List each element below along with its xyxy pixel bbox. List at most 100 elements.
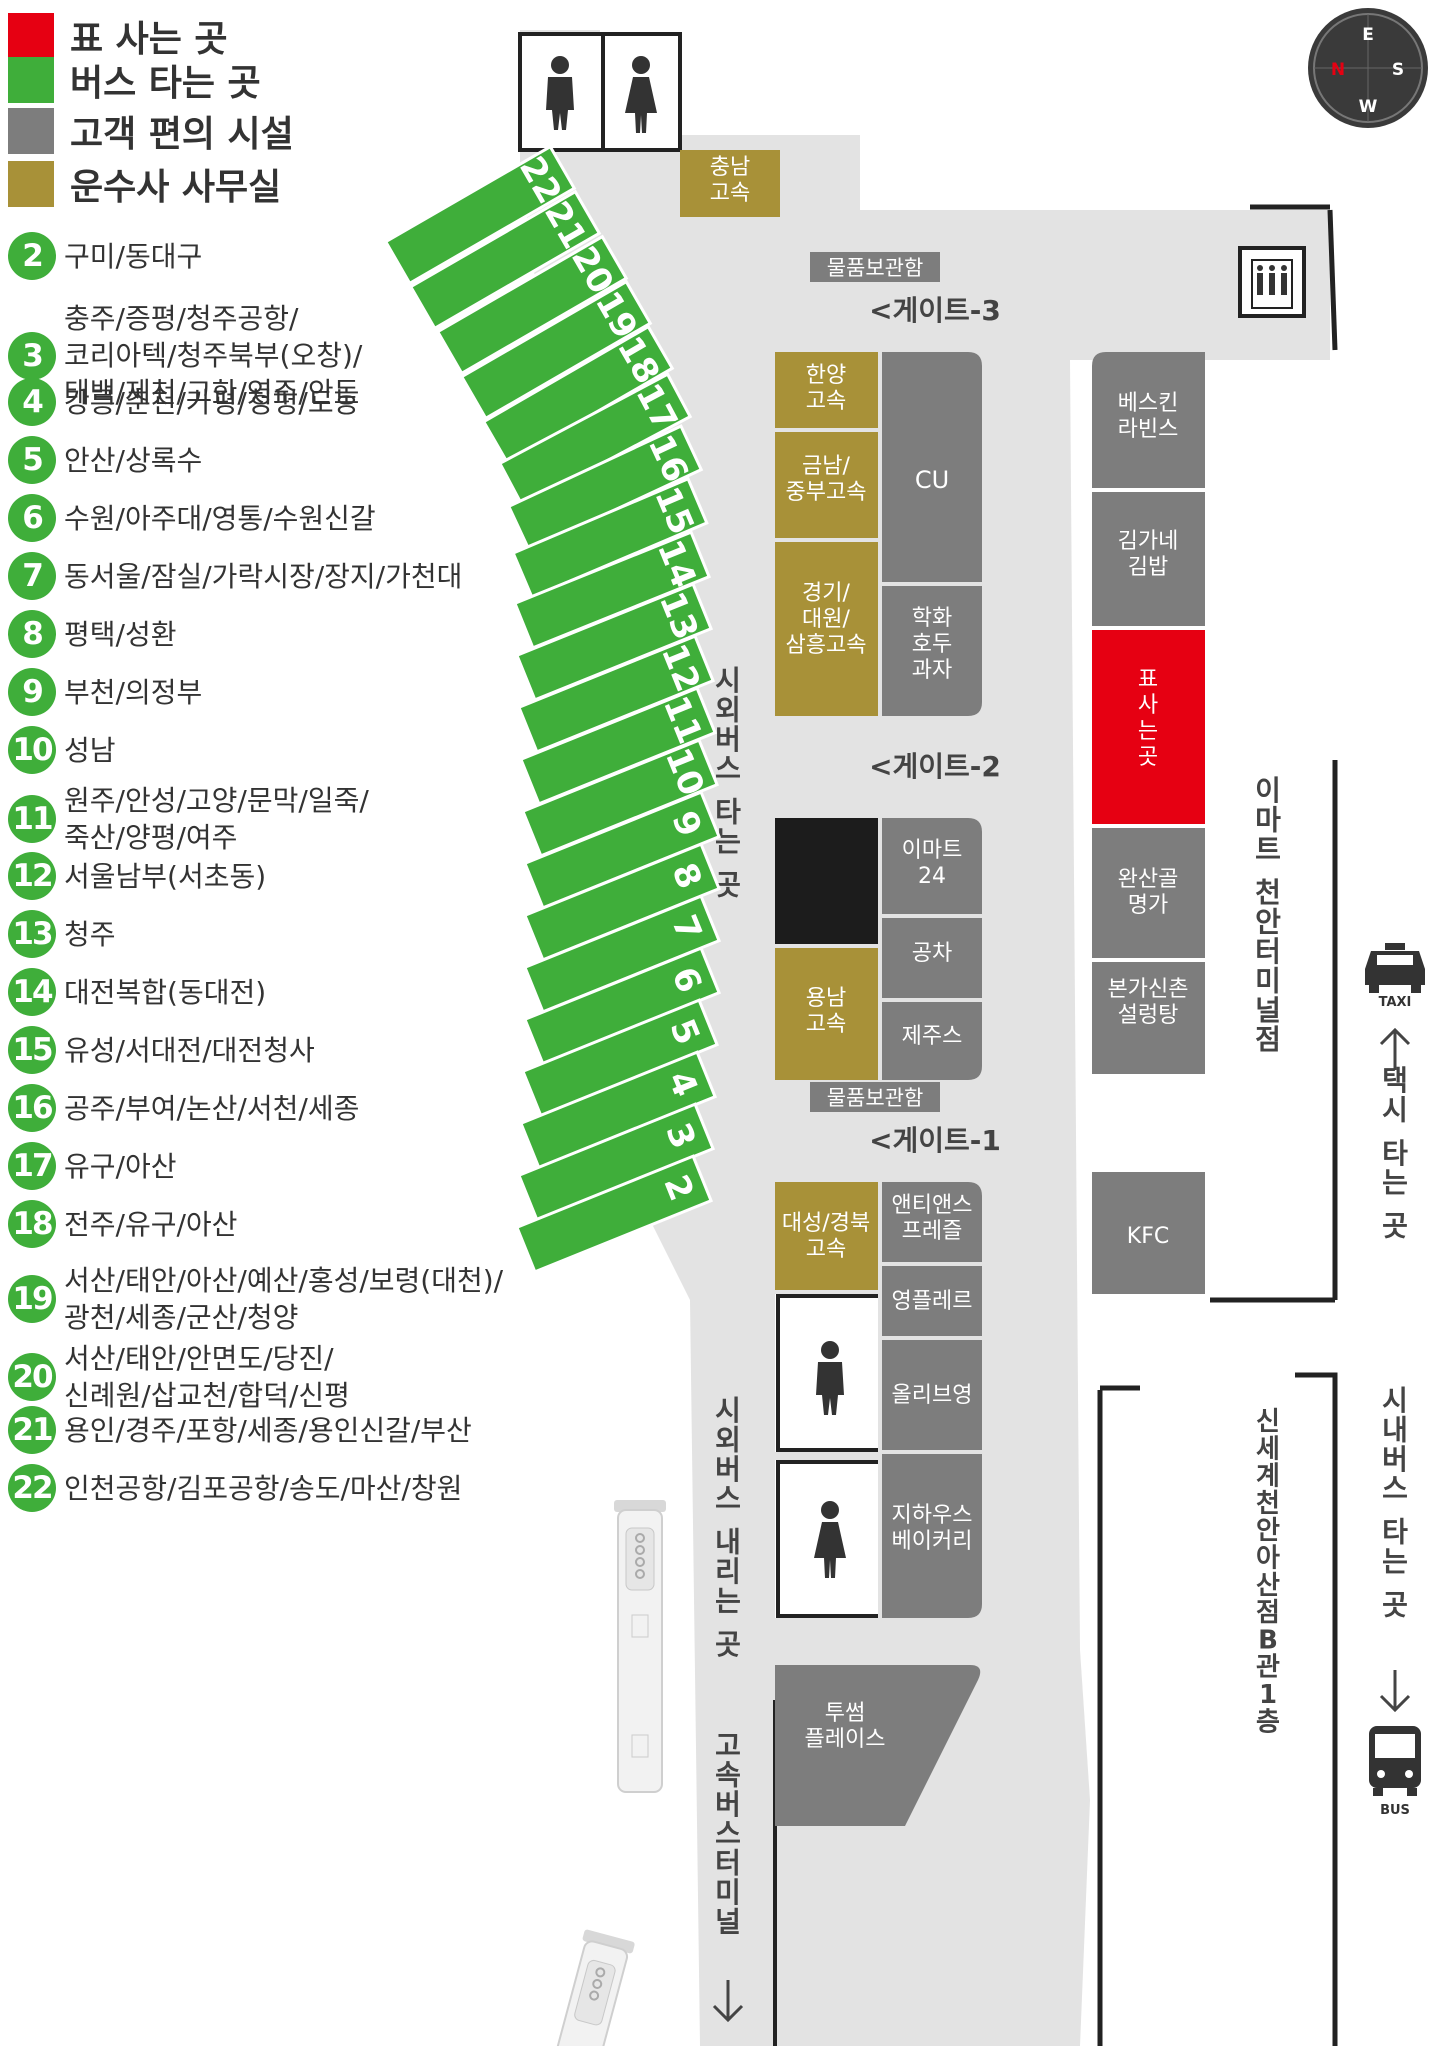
compass-east: E xyxy=(1362,25,1374,45)
route-number-badge: 3 xyxy=(8,331,56,380)
bus-bay-shape xyxy=(383,144,577,286)
bus-bay-shape xyxy=(435,234,629,376)
gongcha-store xyxy=(882,918,982,998)
gate1-label: <게이트-1 xyxy=(869,1124,1001,1157)
hanyang-express-office xyxy=(775,352,878,428)
twosome-store xyxy=(775,1665,981,1826)
storage-top-badge xyxy=(810,252,940,282)
chevron-left-icon: < xyxy=(869,1124,892,1157)
route-number-badge: 4 xyxy=(8,378,56,426)
arrow-up-icon xyxy=(1379,1027,1411,1070)
bus-bay: 4 xyxy=(518,1050,718,1170)
route-number-badge: 20 xyxy=(8,1353,56,1401)
bus-bay: 15 xyxy=(511,476,709,600)
bonga-store xyxy=(1092,962,1205,1074)
route-destinations: 전주/유구/아산 xyxy=(64,1207,238,1241)
bus-bay-shape xyxy=(408,189,602,331)
route-number-badge: 17 xyxy=(8,1142,56,1190)
arrow-down-icon xyxy=(712,1980,744,2023)
route-number-badge: 2 xyxy=(8,232,56,280)
bus-bay: 12 xyxy=(516,634,716,754)
closed-unit xyxy=(775,818,878,944)
gate2-label: <게이트-2 xyxy=(869,750,1001,783)
legend-label: 버스 타는 곳 xyxy=(70,63,261,104)
route-destinations: 구미/동대구 xyxy=(64,239,203,273)
route-number-badge: 13 xyxy=(8,910,56,958)
legend-swatch-boarding xyxy=(8,57,54,103)
male-icon xyxy=(546,56,574,130)
compass-north: N xyxy=(1331,60,1345,80)
hakhwa-store xyxy=(882,586,982,716)
bus-bay: 2 xyxy=(514,1154,714,1274)
route-number-badge: 8 xyxy=(8,610,56,658)
storage-bottom-label: 물품보관함 xyxy=(827,1086,924,1110)
gyeonggi-express-office xyxy=(775,542,878,716)
legend-swatch-operators xyxy=(8,161,54,207)
bus-bay: 14 xyxy=(512,530,712,650)
bus-bay: 5 xyxy=(520,998,720,1118)
route-destinations: 서산/태안/아산/예산/홍성/보령(대천)/ 광천/세종/군산/청양 xyxy=(64,1264,504,1334)
bus-bay-shape xyxy=(459,279,653,421)
legend-boarding: 버스 타는 곳 xyxy=(8,56,261,104)
storage-top-label: 물품보관함 xyxy=(827,256,924,280)
route-destinations: 수원/아주대/영통/수원신갈 xyxy=(64,501,376,535)
route-destinations: 충주/증평/청주공항/ 코리아텍/청주북부(오창)/ 태백/제천/고한/영주/안… xyxy=(64,302,363,409)
route-destinations: 성남 xyxy=(64,733,116,767)
youngple-store xyxy=(882,1266,982,1336)
compass-south: S xyxy=(1392,60,1404,80)
legend-label: 표 사는 곳 xyxy=(70,19,228,60)
cu-label: CU xyxy=(915,466,949,494)
yongnam-express-office xyxy=(775,948,878,1080)
bus-bay-shape xyxy=(514,1154,714,1274)
route-number-badge: 18 xyxy=(8,1200,56,1248)
compass-icon: E N S W xyxy=(1308,8,1428,128)
oliveyoung-label: 올리브영 xyxy=(892,1383,973,1408)
route-number-badge: 5 xyxy=(8,436,56,484)
route-destinations: 안산/상록수 xyxy=(64,443,203,477)
route-destinations: 부천/의정부 xyxy=(64,675,203,709)
legend-swatch-facilities xyxy=(8,108,54,154)
route-number-badge: 22 xyxy=(8,1464,56,1512)
route-number-badge: 21 xyxy=(8,1406,56,1454)
route-destinations: 대전복합(동대전) xyxy=(64,975,267,1009)
gimgane-store xyxy=(1092,492,1205,626)
female-icon xyxy=(814,1501,846,1578)
jeju-store xyxy=(882,1002,982,1080)
route-destinations: 서산/태안/안면도/당진/ 신례원/삽교천/합덕/신평 xyxy=(64,1342,350,1412)
taxi-text: TAXI xyxy=(1379,995,1412,1010)
bus-bay: 19 xyxy=(459,279,653,421)
legend-label: 운수사 사무실 xyxy=(70,167,282,208)
daesung-express-office xyxy=(775,1182,878,1290)
ticket-office xyxy=(1092,630,1205,824)
chevron-left-icon: < xyxy=(869,294,892,327)
route-number-badge: 7 xyxy=(8,552,56,600)
route-number-badge: 14 xyxy=(8,968,56,1016)
